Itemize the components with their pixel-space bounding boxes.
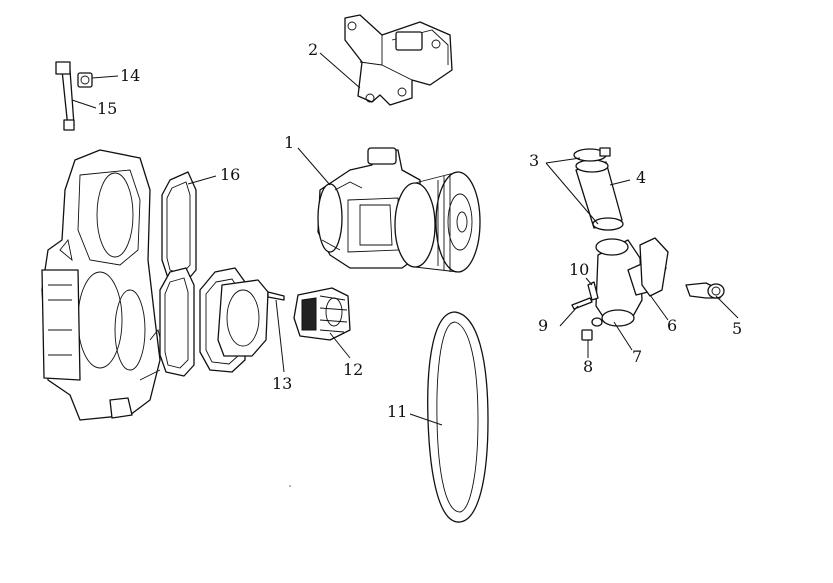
callout-11: 11 [387, 402, 408, 421]
callout-4: 4 [636, 168, 647, 187]
part-sensor-head [77, 72, 93, 88]
part-pump-cover [217, 279, 269, 357]
part-plug [581, 329, 593, 341]
part-thermostat-housing [595, 237, 669, 327]
callout-2: 2 [308, 40, 319, 59]
part-bracket [344, 14, 453, 106]
part-washer [587, 281, 603, 327]
callout-10: 10 [569, 260, 590, 279]
part-timing-housing [41, 149, 163, 421]
part-bolt [571, 297, 593, 310]
callout-13: 13 [272, 374, 293, 393]
callout-6: 6 [667, 316, 678, 335]
callout-8: 8 [583, 357, 594, 376]
callout-15: 15 [97, 99, 118, 118]
part-pin [267, 291, 285, 301]
part-pump-pulley [394, 171, 481, 273]
part-impeller [293, 287, 351, 341]
part-gasket-lower [159, 267, 195, 377]
callout-12: 12 [343, 360, 364, 379]
callout-14: 14 [120, 66, 141, 85]
part-gasket-upper [161, 171, 197, 283]
callout-3: 3 [529, 151, 540, 170]
part-hose [575, 159, 624, 231]
part-belt [427, 311, 489, 523]
callout-9: 9 [538, 316, 549, 335]
callout-16: 16 [220, 165, 241, 184]
leader-lines [71, 52, 739, 426]
part-sensor-rod [55, 61, 75, 131]
callout-7: 7 [632, 347, 643, 366]
callout-5: 5 [732, 319, 743, 338]
part-hose-clamp-top [573, 147, 611, 162]
part-elbow-pipe [685, 282, 725, 299]
callout-1: 1 [284, 133, 295, 152]
part-water-pump [317, 147, 421, 269]
